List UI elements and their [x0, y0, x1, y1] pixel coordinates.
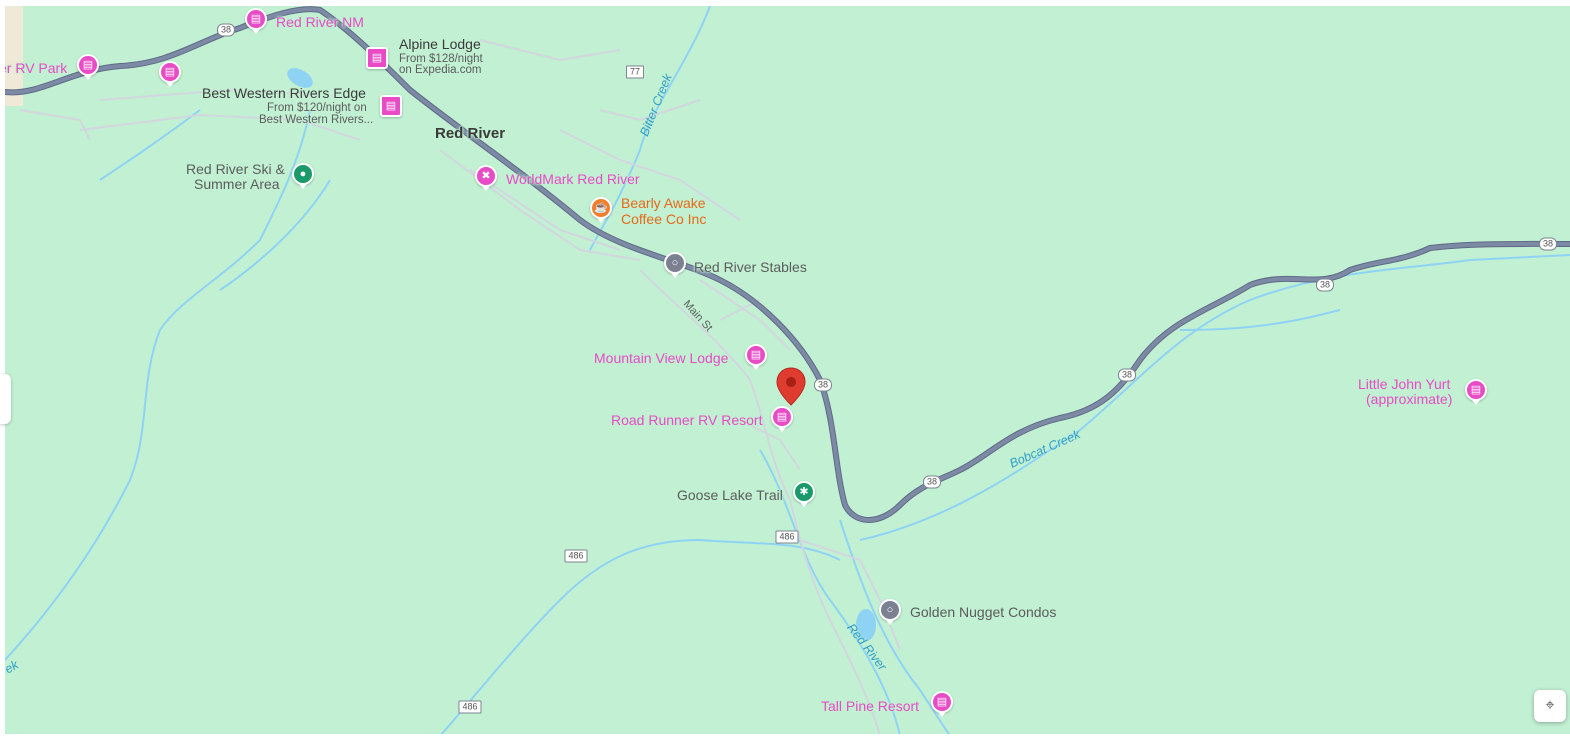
street-path [479, 39, 621, 62]
goose-lake-label[interactable]: Goose Lake Trail [677, 487, 783, 503]
bearly-awake-label-1[interactable]: Bearly Awake [621, 195, 706, 211]
best-western-price: From $120/night on [267, 102, 367, 114]
route-486-shield: 486 [775, 530, 799, 544]
street-path [699, 279, 791, 351]
bed-icon: ▤ [250, 12, 262, 25]
stables-label[interactable]: Red River Stables [694, 259, 807, 275]
bed-icon: ▤ [936, 695, 948, 708]
route-38-shield: 38 [1538, 237, 1558, 251]
red-river-town-label[interactable]: Red River [435, 125, 506, 142]
ski-icon: ✖ [481, 169, 491, 182]
bearly-awake-label-2[interactable]: Coffee Co Inc [621, 211, 707, 227]
crosshair-icon: ⌖ [1545, 697, 1555, 714]
ski-area-label-1[interactable]: Red River Ski & [186, 161, 285, 177]
highway-38-west [5, 7, 1570, 522]
alpine-lodge-label[interactable]: Alpine Lodge [399, 36, 481, 52]
route-38-shield: 38 [1117, 368, 1137, 382]
creek-path [839, 519, 950, 734]
street-path [559, 129, 741, 221]
little-john-label-2[interactable]: (approximate) [1366, 391, 1453, 407]
mountain-view-label[interactable]: Mountain View Lodge [594, 350, 729, 366]
street-path [79, 113, 361, 141]
map-canvas[interactable]: 38 38 38 38 38 38 77 486 486 486 Bitter … [5, 6, 1570, 734]
ski-icon: ● [299, 167, 307, 180]
tall-pine-pin[interactable]: ▤ [931, 691, 953, 717]
lake-south [856, 609, 876, 641]
best-western-source: Best Western Rivers... [259, 114, 374, 126]
bed-icon: ▤ [1470, 383, 1482, 396]
best-western-label[interactable]: Best Western Rivers Edge [202, 85, 366, 101]
route-38-shield: 38 [216, 23, 236, 37]
street-path [19, 109, 91, 141]
creek-path [759, 449, 901, 734]
red-river-nm-label[interactable]: Red River NM [276, 14, 364, 30]
street-path [739, 419, 801, 471]
creek-path [219, 179, 331, 291]
creek-path [859, 254, 1570, 541]
route-77-shield: 77 [625, 65, 645, 79]
bed-icon: ▤ [164, 65, 176, 78]
creek-path [5, 109, 311, 661]
route-38-shield: 38 [1315, 278, 1335, 292]
worldmark-label[interactable]: WorldMark Red River [506, 171, 640, 187]
terrain-patch [5, 6, 23, 106]
ski-area-pin[interactable]: ● [292, 163, 314, 189]
coffee-icon: ☕ [594, 201, 608, 214]
bed-icon: ▤ [385, 99, 397, 112]
stables-pin[interactable]: ○ [664, 252, 686, 278]
street-path [639, 269, 881, 734]
circle-icon: ○ [886, 603, 894, 616]
alpine-lodge-source: on Expedia.com [399, 64, 482, 76]
best-western-pin[interactable]: ▤ [380, 95, 402, 117]
circle-icon: ○ [671, 256, 679, 269]
lodging-pin[interactable]: ▤ [159, 61, 181, 87]
little-john-pin[interactable]: ▤ [1465, 379, 1487, 405]
route-38-shield: 38 [922, 475, 942, 489]
little-john-label-1[interactable]: Little John Yurt [1358, 376, 1451, 392]
bed-icon: ▤ [82, 58, 94, 71]
route-486-shield: 486 [458, 700, 482, 714]
rv-park-label[interactable]: er RV Park [5, 60, 68, 76]
mountain-view-pin[interactable]: ▤ [745, 344, 767, 370]
golden-nugget-label[interactable]: Golden Nugget Condos [910, 604, 1057, 620]
alpine-lodge-price: From $128/night [399, 53, 483, 65]
side-panel-toggle[interactable] [0, 374, 11, 424]
tall-pine-label[interactable]: Tall Pine Resort [821, 698, 920, 714]
route-486-shield: 486 [564, 549, 588, 563]
alpine-lodge-pin[interactable]: ▤ [366, 47, 388, 69]
lake-north [287, 68, 313, 88]
street-path [99, 88, 321, 101]
bed-icon: ▤ [750, 348, 762, 361]
ski-area-label-2[interactable]: Summer Area [194, 176, 280, 192]
hiker-icon: ✱ [799, 485, 809, 498]
dropped-pin-marker[interactable] [776, 367, 806, 407]
street-path [599, 99, 701, 122]
creek-path [589, 6, 711, 251]
bearly-awake-pin[interactable]: ☕ [590, 197, 612, 223]
street-path [469, 169, 621, 251]
bed-icon: ▤ [371, 51, 383, 64]
creek-path [99, 109, 201, 181]
my-location-button[interactable]: ⌖ [1534, 690, 1566, 722]
street-path [799, 539, 901, 651]
route-38-shield: 38 [813, 378, 833, 392]
worldmark-pin[interactable]: ✖ [475, 165, 497, 191]
map-base-layer [5, 6, 1570, 734]
creek-path [440, 538, 841, 734]
red-river-nm-pin[interactable]: ▤ [245, 8, 267, 34]
bed-icon: ▤ [776, 410, 788, 423]
road-runner-label[interactable]: Road Runner RV Resort [611, 412, 763, 428]
goose-lake-pin[interactable]: ✱ [793, 481, 815, 507]
rv-park-pin[interactable]: ▤ [77, 54, 99, 80]
creek-path [1179, 309, 1341, 331]
road-runner-pin[interactable]: ▤ [771, 406, 793, 432]
golden-nugget-pin[interactable]: ○ [879, 599, 901, 625]
